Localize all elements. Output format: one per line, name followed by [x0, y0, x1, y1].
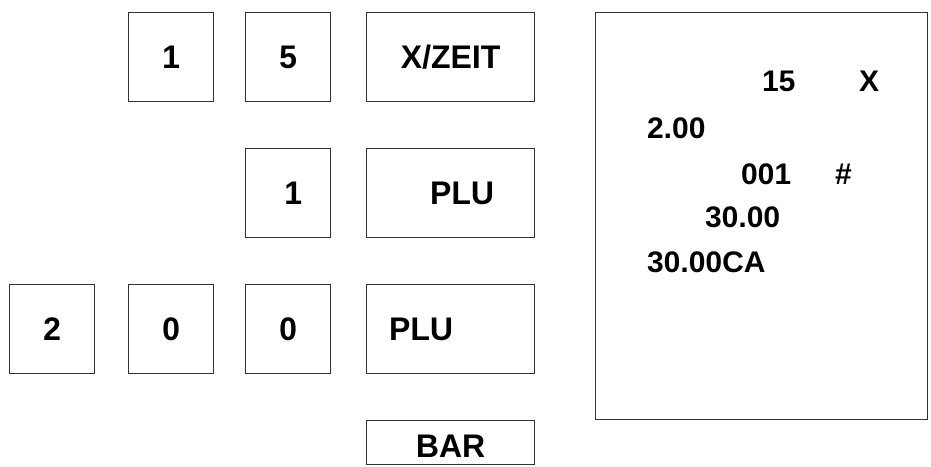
receipt-unit-price: 2.00 [647, 112, 706, 145]
key-1[interactable]: 1 [128, 12, 214, 102]
key-1-row2[interactable]: 1 [245, 148, 331, 238]
key-bar[interactable]: BAR [366, 420, 535, 465]
key-plu-row3[interactable]: PLU [366, 284, 535, 374]
receipt-multiply-symbol: X [859, 65, 880, 98]
receipt-total-cash: 30.00CA [647, 246, 766, 279]
key-2[interactable]: 2 [9, 284, 95, 374]
key-0-b[interactable]: 0 [245, 284, 331, 374]
key-5[interactable]: 5 [245, 12, 331, 102]
receipt-plu-number: 001 [741, 158, 792, 191]
key-0-a[interactable]: 0 [128, 284, 214, 374]
key-x-zeit[interactable]: X/ZEIT [366, 12, 535, 102]
receipt-display: 15 X 2.00 001 # 30.00 30.00CA [595, 12, 928, 420]
key-plu-row2[interactable]: PLU [366, 148, 535, 238]
receipt-line-amount: 30.00 [705, 201, 781, 234]
receipt-qty: 15 [762, 65, 796, 98]
receipt-hash-symbol: # [835, 158, 852, 191]
